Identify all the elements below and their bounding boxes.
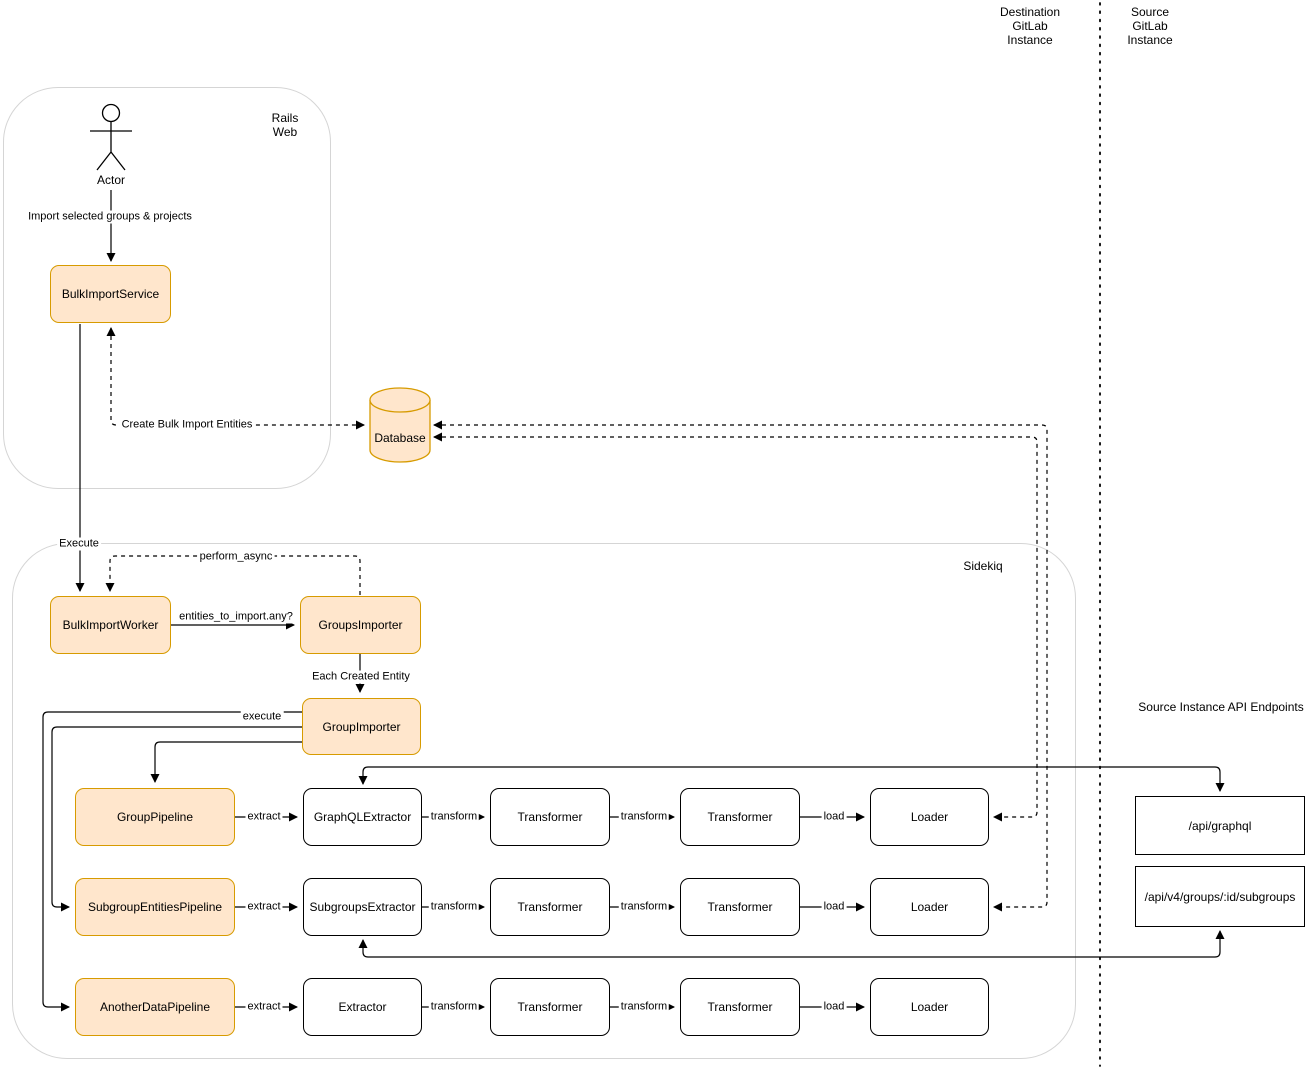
node-transformer: Transformer (490, 788, 610, 846)
edge-label-extract: extract (245, 1000, 283, 1014)
edge-label-each-created-entity: Each Created Entity (310, 670, 412, 684)
edge-label-execute: Execute (57, 537, 101, 551)
actor-figure (90, 103, 132, 171)
node-transformer: Transformer (680, 788, 800, 846)
source-instance-label: Source GitLab Instance (1127, 5, 1173, 47)
node-groups-importer: GroupsImporter (300, 596, 421, 654)
node-group-importer: GroupImporter (302, 698, 421, 755)
rails-web-container-label: Rails Web (271, 111, 299, 139)
actor-label: Actor (96, 173, 126, 187)
node-graphql-extractor: GraphQLExtractor (303, 788, 422, 846)
actor-body (90, 121, 132, 171)
edge-execute-another-pipeline (42, 711, 302, 1012)
edge-label-load: load (821, 1000, 847, 1014)
node-transformer: Transformer (490, 878, 610, 936)
node-loader: Loader (870, 978, 989, 1036)
rails-web-container (3, 87, 331, 489)
edge-label-transform: transform (428, 1000, 480, 1014)
database-cylinder (369, 387, 431, 463)
edge-execute-subgroup-pipeline (51, 726, 302, 912)
database-label: Database (374, 431, 426, 445)
edge-label-transform: transform (618, 900, 670, 914)
edge-label-load: load (821, 900, 847, 914)
edge-subgroups-api (358, 930, 1225, 958)
node-group-pipeline: GroupPipeline (75, 788, 235, 846)
edge-label-extract: extract (245, 900, 283, 914)
edge-label-load: load (821, 810, 847, 824)
node-loader: Loader (870, 878, 989, 936)
edge-execute-group-pipeline (150, 741, 302, 783)
node-api-graphql: /api/graphql (1135, 796, 1305, 855)
actor-head (101, 103, 121, 123)
edge-label-extract: extract (245, 810, 283, 824)
api-endpoints-title: Source Instance API Endpoints (1138, 700, 1304, 714)
node-api-subgroups: /api/v4/groups/:id/subgroups (1135, 866, 1305, 927)
edge-label-transform: transform (428, 810, 480, 824)
node-transformer: Transformer (680, 978, 800, 1036)
node-transformer: Transformer (680, 878, 800, 936)
edge-db-loader-1 (433, 432, 1038, 822)
node-transformer: Transformer (490, 978, 610, 1036)
node-extractor: Extractor (303, 978, 422, 1036)
edge-label-transform: transform (428, 900, 480, 914)
node-subgroup-entities-pipeline: SubgroupEntitiesPipeline (75, 878, 235, 936)
edge-label-entities-check: entities_to_import.any? (177, 610, 295, 624)
edge-label-import-selected: Import selected groups & projects (26, 210, 194, 224)
destination-instance-label: Destination GitLab Instance (999, 5, 1061, 47)
edge-label-create-entities: Create Bulk Import Entities (119, 418, 255, 432)
edge-db-loader-2 (433, 420, 1048, 912)
node-bulk-import-worker: BulkImportWorker (50, 596, 171, 654)
edge-label-perform-async: perform_async (197, 550, 275, 564)
node-another-data-pipeline: AnotherDataPipeline (75, 978, 235, 1036)
node-bulk-import-service: BulkImportService (50, 265, 171, 323)
edge-label-transform: transform (618, 1000, 670, 1014)
node-subgroups-extractor: SubgroupsExtractor (303, 878, 422, 936)
edge-label-pipeline-execute: execute (240, 710, 284, 724)
edge-label-transform: transform (618, 810, 670, 824)
node-loader: Loader (870, 788, 989, 846)
edge-create-entities (106, 327, 365, 430)
